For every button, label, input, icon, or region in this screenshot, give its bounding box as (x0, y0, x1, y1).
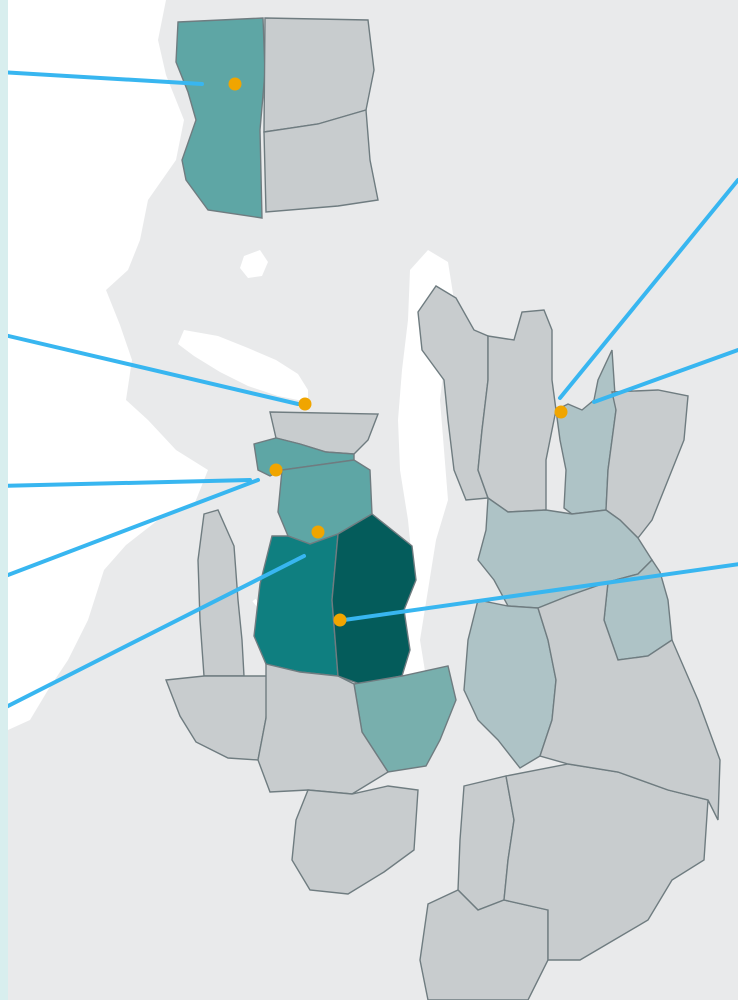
choropleth-map[interactable] (8, 0, 738, 1000)
marker-ship-canal[interactable] (298, 397, 312, 411)
eastside-southeast-region[interactable] (537, 580, 721, 821)
marker-eastside-a[interactable] (554, 405, 568, 419)
south-west-central-region[interactable] (257, 663, 389, 795)
map-canvas (8, 0, 738, 1000)
marker-downtown-west[interactable] (269, 463, 283, 477)
central-strip-region[interactable] (197, 509, 245, 677)
callout-line-downtown-west-a (8, 478, 252, 488)
green-lake-water (240, 250, 268, 278)
callout-line-downtown-center (8, 554, 306, 709)
callout-line-eastside-b (592, 348, 738, 404)
central-west-region[interactable] (253, 532, 339, 677)
markers (228, 77, 568, 627)
callout-line-downtown-west-b (8, 478, 260, 578)
south-lower-region[interactable] (291, 785, 419, 895)
callout-line-north (8, 70, 204, 86)
north-south-region[interactable] (263, 109, 379, 213)
puget-sound-water (8, 0, 208, 730)
lake-union-water (178, 330, 308, 402)
marker-south-central[interactable] (333, 613, 347, 627)
marker-downtown-center[interactable] (311, 525, 325, 539)
eastside-north-b-region[interactable] (477, 309, 557, 513)
callout-line-eastside-a (558, 178, 738, 400)
eastside-north-d-region[interactable] (605, 389, 689, 540)
callout-line-south-central (342, 562, 738, 622)
marker-north[interactable] (228, 77, 242, 91)
callout-lines (8, 70, 738, 709)
callout-line-ship-canal (8, 333, 300, 406)
central-east-region[interactable] (331, 513, 417, 685)
